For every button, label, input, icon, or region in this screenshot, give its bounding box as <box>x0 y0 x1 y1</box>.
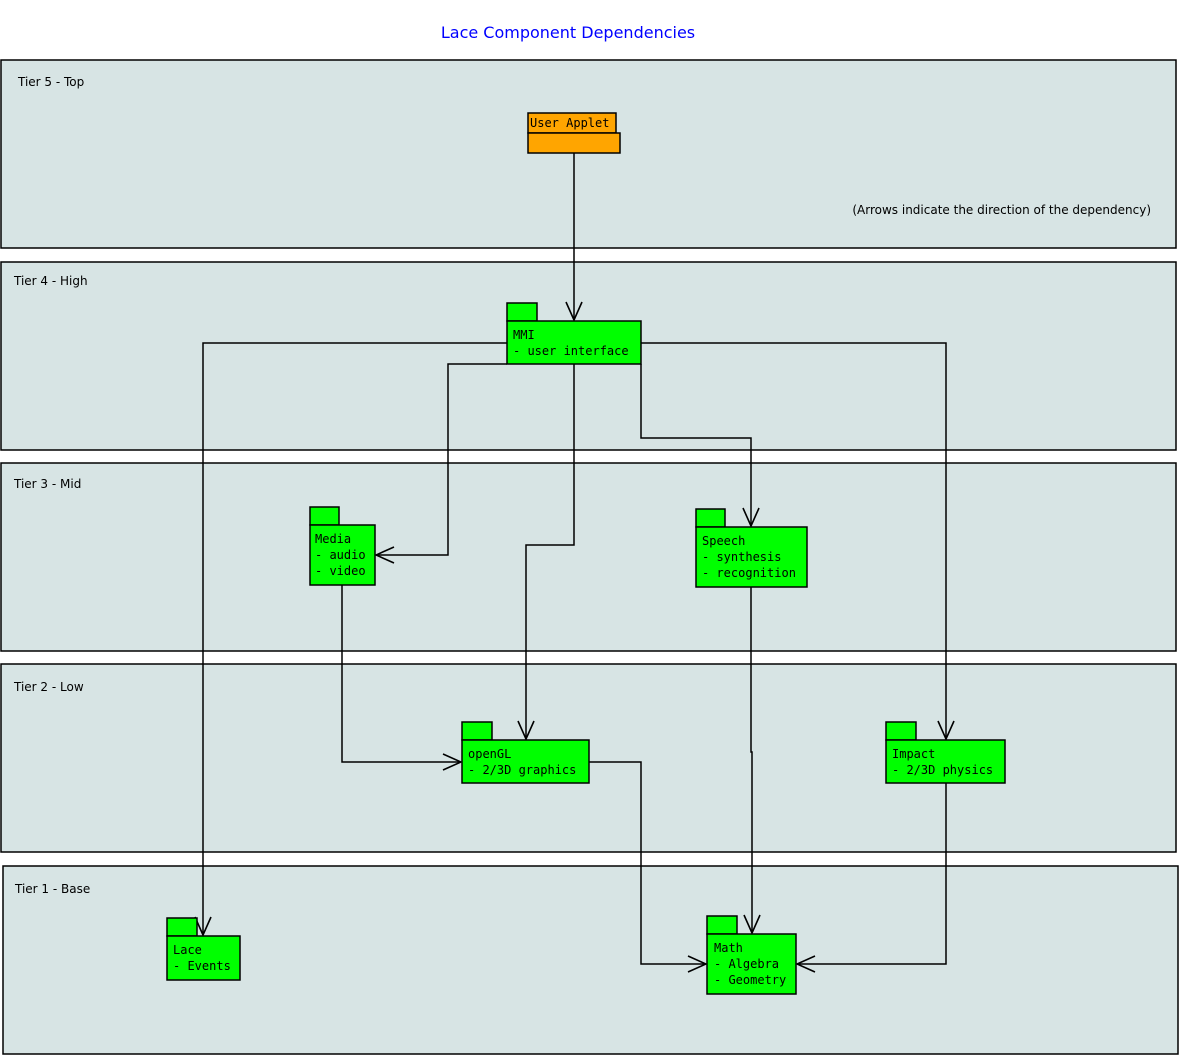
tier-label: Tier 4 - High <box>13 274 88 288</box>
package-detail: - 2/3D graphics <box>468 763 576 777</box>
package-lace[interactable]: Lace - Events <box>166 917 241 981</box>
package-name: User Applet <box>530 116 609 130</box>
package-name: Lace <box>173 943 202 957</box>
package-name: Math <box>714 941 743 955</box>
diagram-title: Lace Component Dependencies <box>441 23 695 42</box>
package-mmi[interactable]: MMI - user interface <box>506 302 642 365</box>
package-detail: - Geometry <box>714 973 786 987</box>
tier-label: Tier 5 - Top <box>17 75 84 89</box>
legend-note: (Arrows indicate the direction of the de… <box>852 203 1151 217</box>
package-name: Impact <box>892 747 935 761</box>
tier-3: Tier 3 - Mid <box>0 462 1177 652</box>
package-detail: - user interface <box>513 344 629 358</box>
edge-speech-math <box>751 587 752 933</box>
package-detail: - Events <box>173 959 231 973</box>
package-detail: - synthesis <box>702 550 781 564</box>
edge-media-opengl <box>341 585 461 762</box>
package-detail: - 2/3D physics <box>892 763 993 777</box>
package-name: Media <box>315 532 351 546</box>
edge-impact-math <box>797 783 947 964</box>
package-user-applet[interactable]: User Applet <box>527 112 621 154</box>
edge-mmi-opengl <box>526 364 575 739</box>
package-detail: - Algebra <box>714 957 779 971</box>
package-detail: - video <box>315 564 366 578</box>
package-name: openGL <box>468 747 511 761</box>
edge-mmi-lace <box>203 342 507 935</box>
tier-label: Tier 2 - Low <box>13 680 84 694</box>
package-impact[interactable]: Impact - 2/3D physics <box>885 721 1006 784</box>
package-opengl[interactable]: openGL - 2/3D graphics <box>461 721 590 784</box>
edge-opengl-math <box>589 761 706 964</box>
package-detail: - audio <box>315 548 366 562</box>
package-media[interactable]: Media - audio - video <box>309 506 376 586</box>
edge-mmi-speech <box>640 364 751 526</box>
tier-label: Tier 1 - Base <box>14 882 90 896</box>
package-detail: - recognition <box>702 566 796 580</box>
tier-5: Tier 5 - Top <box>0 59 1177 249</box>
package-math[interactable]: Math - Algebra - Geometry <box>706 915 797 995</box>
package-speech[interactable]: Speech - synthesis - recognition <box>695 508 808 588</box>
dependency-arrows <box>203 153 946 964</box>
package-name: MMI <box>513 328 535 342</box>
package-name: Speech <box>702 534 745 548</box>
tier-label: Tier 3 - Mid <box>13 477 81 491</box>
edge-mmi-media <box>376 363 507 555</box>
edge-mmi-impact <box>641 342 946 739</box>
